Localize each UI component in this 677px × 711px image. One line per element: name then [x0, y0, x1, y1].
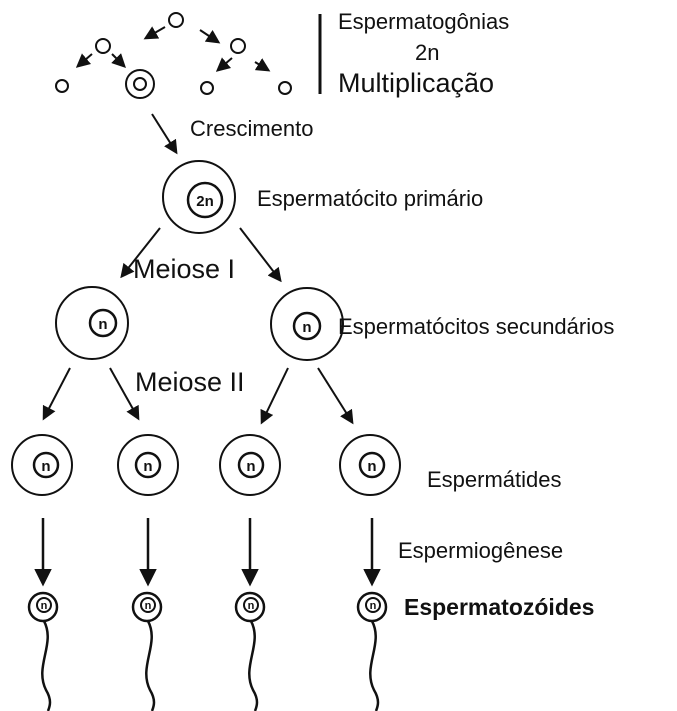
spermatogonium-growing-nucleus — [133, 77, 147, 91]
spermatid-nucleus — [237, 451, 265, 479]
meiosis-2-arrow — [260, 367, 289, 425]
sperm-tail — [41, 620, 52, 711]
sperm-head — [131, 591, 163, 623]
sperm-tail — [145, 620, 156, 711]
spermatid-membrane — [11, 434, 73, 496]
division-arrow — [143, 26, 166, 40]
secondary-spermatocyte-nucleus — [88, 308, 118, 338]
label-secondary-spermatocytes: Espermatócitos secundários — [338, 314, 614, 339]
sperm-head — [234, 591, 266, 623]
spermatid: n — [339, 434, 401, 496]
spermatid: n — [117, 434, 179, 496]
meiosis-1-arrow-right — [239, 227, 282, 283]
primary-nucleus-label: 2n — [196, 193, 214, 210]
sperm-nucleus — [36, 597, 52, 613]
spermatozoon: n — [131, 591, 163, 711]
sperm-nucleus — [365, 597, 381, 613]
sperm-tail — [369, 620, 380, 711]
spermatogonium-growing-cell — [125, 69, 155, 99]
spermatozoon: n — [27, 591, 59, 711]
meiosis-1-arrow-left — [120, 227, 161, 279]
division-arrow — [254, 58, 271, 72]
spermatogonium-cell — [278, 81, 292, 95]
secondary-nucleus-label: n — [98, 316, 107, 333]
sperm-tail — [248, 620, 259, 711]
spermatogonium-cell — [168, 12, 184, 28]
sperm-nucleus-label: n — [145, 600, 152, 612]
label-growth: Crescimento — [190, 116, 313, 141]
secondary-spermatocyte-membrane — [270, 287, 344, 361]
spermatid-nucleus-label: n — [143, 458, 152, 475]
spermatozoon: n — [234, 591, 266, 711]
sperm-nucleus-label: n — [248, 600, 255, 612]
secondary-spermatocyte-membrane — [55, 286, 129, 360]
division-arrow — [199, 29, 221, 44]
sperm-nucleus-label: n — [370, 600, 377, 612]
label-ploidy-2n: 2n — [415, 40, 439, 65]
label-spermiogenesis: Espermiogênese — [398, 538, 563, 563]
spermatogonium-cell — [200, 81, 214, 95]
spermatid-membrane — [219, 434, 281, 496]
spermatogonia-group — [55, 12, 292, 99]
division-arrow — [111, 53, 126, 68]
spermatid-membrane — [117, 434, 179, 496]
spermatogonium-cell — [55, 79, 69, 93]
spermatid-nucleus-label: n — [367, 458, 376, 475]
sperm-nucleus — [243, 597, 259, 613]
division-arrow — [215, 57, 233, 72]
sperm-head — [27, 591, 59, 623]
spermatid: n — [11, 434, 73, 496]
meiosis-2-arrow — [42, 367, 71, 421]
spermatogonium-cell — [230, 38, 246, 54]
meiosis-2-arrow — [109, 367, 140, 421]
label-meiosis-2: Meiose II — [135, 367, 245, 397]
sperm-nucleus-label: n — [41, 600, 48, 612]
spermatogonium-cell — [95, 38, 111, 54]
label-multiplication: Multiplicação — [338, 68, 494, 98]
spermatid-membrane — [339, 434, 401, 496]
secondary-spermatocyte-nucleus — [292, 311, 322, 341]
secondary-spermatocyte: n — [270, 287, 344, 361]
spermatid-nucleus — [32, 451, 60, 479]
spermatid: n — [219, 434, 281, 496]
spermatid-nucleus-label: n — [41, 458, 50, 475]
primary-spermatocyte-membrane — [162, 160, 236, 234]
growth-arrow — [151, 113, 178, 155]
label-spermatids: Espermátides — [427, 467, 562, 492]
secondary-nucleus-label: n — [302, 319, 311, 336]
label-spermatozoa: Espermatozóides — [404, 594, 594, 620]
primary-spermatocyte-nucleus — [186, 181, 224, 219]
label-primary-spermatocyte: Espermatócito primário — [257, 186, 483, 211]
primary-spermatocyte: 2n — [162, 160, 236, 234]
secondary-spermatocyte: n — [55, 286, 129, 360]
spermatozoon: n — [356, 591, 388, 711]
sperm-nucleus — [140, 597, 156, 613]
spermatid-nucleus — [358, 451, 386, 479]
spermatid-nucleus-label: n — [246, 458, 255, 475]
spermatid-nucleus — [134, 451, 162, 479]
label-spermatogonia: Espermatogônias — [338, 9, 509, 34]
division-arrow — [75, 53, 93, 68]
meiosis-2-arrow — [317, 367, 354, 425]
label-meiosis-1: Meiose I — [133, 254, 235, 284]
